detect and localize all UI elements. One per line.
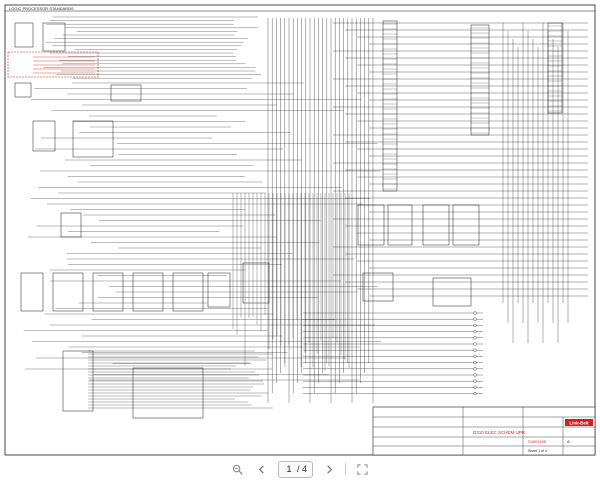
connector-block [470,24,490,136]
terminal-symbol [473,317,477,321]
terminal-symbol [473,330,477,334]
next-page-button[interactable] [321,461,337,477]
page-total: / 4 [296,464,307,474]
component-module [387,204,413,246]
page-number-input[interactable] [283,464,294,474]
chevron-right-icon [326,464,332,474]
document-toolbar: / 4 [0,458,600,480]
wire-network [23,16,588,409]
fullscreen-button[interactable] [354,461,370,477]
terminal-symbol [473,336,477,340]
component-module [132,272,164,312]
title-block: Link-Belt D310 ELEC SCHEM UPR S4001155 S… [372,406,596,456]
component-module [52,272,84,312]
component-module [92,272,124,312]
terminal-symbol [473,373,477,377]
component-module [207,272,231,308]
component-module [72,120,114,158]
component-module [432,277,472,307]
component-module [14,22,34,48]
zoom-out-icon [233,464,244,475]
prev-page-button[interactable] [254,461,270,477]
component-module [60,212,82,238]
terminal-symbol [473,392,477,396]
page-indicator: / 4 [277,460,313,478]
highlight-wires [33,56,95,74]
connector-block [382,20,398,192]
drawing-number: S4001155 [528,439,547,444]
revision: A [567,439,570,444]
component-module [42,22,66,52]
terminal-symbol [473,361,477,365]
terminal-symbol [473,379,477,383]
wiring-schematic: LOGIC PROCESSOR STANDARDS [4,4,596,456]
terminal-symbol [473,354,477,358]
terminal-symbol [473,367,477,371]
company-logo [565,419,593,426]
component-module [20,272,44,312]
fullscreen-icon [356,463,368,475]
component-module [62,350,94,412]
sheet-border [4,4,596,456]
component-module [110,84,142,102]
company-logo-text: Link-Belt [569,421,589,426]
component-module [132,367,204,419]
component-module [172,272,204,312]
component-module [357,204,385,246]
chevron-left-icon [259,464,265,474]
schematic-sheet: LOGIC PROCESSOR STANDARDS [3,3,597,457]
terminal-symbol [473,348,477,352]
drawing-title: D310 ELEC SCHEM UPR [473,430,526,435]
component-module [32,120,56,152]
component-module [452,204,480,246]
component-module [242,262,270,304]
terminal-symbol [473,385,477,389]
connector-block [547,22,563,114]
zoom-out-button[interactable] [230,461,246,477]
component-module [362,272,394,302]
terminal-symbol [473,342,477,346]
sheet-header-title: LOGIC PROCESSOR STANDARDS [9,6,74,11]
component-module [14,82,32,98]
highlight-box [7,51,99,78]
component-blocks [14,20,563,419]
toolbar-divider [345,463,346,475]
terminal-symbol [473,323,477,327]
component-module [422,204,450,246]
terminal-symbol [473,311,477,315]
sheet-number: Sheet 1 of 4 [528,449,547,453]
